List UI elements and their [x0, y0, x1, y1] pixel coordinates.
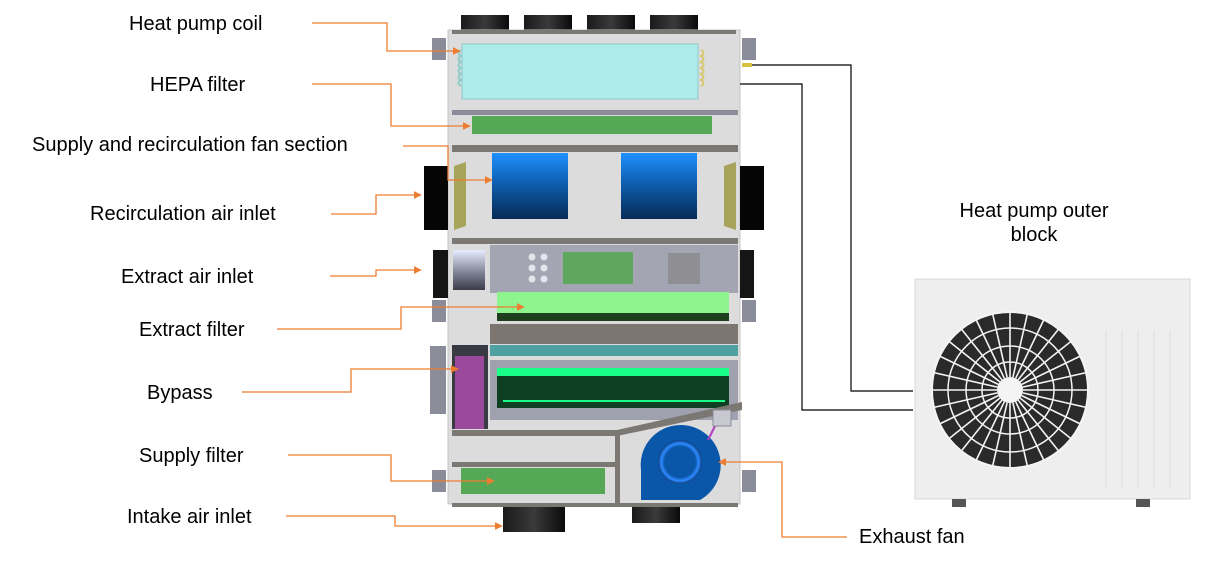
recirc-damper-left	[454, 162, 466, 230]
label-heat-pump-outer-block: Heat pump outer block	[934, 199, 1134, 247]
fan-grille-spoke	[939, 394, 999, 425]
mounting-brackets	[430, 38, 756, 492]
recirculation-duct-right	[740, 166, 764, 230]
display-panel	[668, 253, 700, 284]
intake-duct	[503, 507, 565, 532]
label-heat-pump-outer-block-line2: block	[1010, 224, 1058, 246]
label-supply-recirc-fan-section: Supply and recirculation fan section	[32, 134, 348, 156]
outdoor-fan-grille	[931, 311, 1089, 469]
fan-grille-spoke	[1019, 340, 1072, 383]
fan-grille-spoke	[1022, 392, 1087, 409]
label-extract-filter: Extract filter	[139, 319, 245, 341]
fan-grille-spoke	[1017, 399, 1060, 452]
fan-grille-spoke	[933, 371, 998, 388]
leader-extract-filter	[277, 303, 525, 330]
leader-fan-section	[403, 145, 493, 184]
heat-pump-outer-unit	[914, 278, 1191, 507]
circuit-board	[563, 252, 633, 284]
label-hepa-filter: HEPA filter	[150, 74, 246, 96]
fan-grille-spoke	[960, 399, 1003, 452]
leader-lines	[242, 22, 847, 538]
extract-duct-right	[740, 250, 754, 298]
fan-grille-spoke	[1012, 402, 1029, 467]
label-supply-filter: Supply filter	[139, 445, 244, 467]
fan-grille-spoke	[1014, 401, 1045, 461]
fan-grille-spoke	[1017, 328, 1060, 381]
leader-hepa-filter	[312, 83, 471, 130]
label-exhaust-fan: Exhaust fan	[859, 526, 965, 548]
leader-bypass	[242, 365, 459, 393]
label-bypass: Bypass	[147, 382, 213, 404]
recirc-damper-right	[724, 162, 736, 230]
label-intake-air-inlet: Intake air inlet	[127, 506, 252, 528]
heat-pump-coil	[461, 43, 699, 100]
top-duct-3	[587, 15, 635, 31]
fan-grille-spoke	[975, 319, 1006, 379]
control-buttons	[528, 253, 548, 283]
supply-fan-left	[492, 153, 568, 219]
exhaust-fan-hub	[658, 440, 702, 484]
fan-grille-spoke	[960, 328, 1003, 381]
extract-inlet-chamber	[453, 250, 485, 290]
refrigerant-pipe-2	[740, 83, 913, 411]
leader-recirculation-inlet	[331, 191, 422, 215]
fan-grille-spoke	[1021, 394, 1081, 425]
hepa-filter	[472, 116, 712, 134]
exhaust-duct	[632, 507, 680, 523]
bypass-damper	[455, 356, 484, 429]
fan-grille-spoke	[939, 355, 999, 386]
fan-grille-spoke	[948, 397, 1001, 440]
top-duct-4	[650, 15, 698, 31]
fan-grille-spoke	[933, 392, 998, 409]
label-recirculation-air-inlet: Recirculation air inlet	[90, 203, 276, 225]
coil-tubes	[699, 49, 705, 87]
label-extract-air-inlet: Extract air inlet	[121, 266, 254, 288]
fan-grille-spoke	[1012, 313, 1029, 378]
leader-supply-filter	[288, 454, 495, 485]
top-duct-1	[461, 15, 509, 31]
label-heat-pump-coil: Heat pump coil	[129, 13, 263, 35]
leader-exhaust-fan	[718, 458, 847, 538]
supply-fan-right	[621, 153, 697, 219]
fan-grille-spoke	[991, 402, 1008, 467]
leader-heat-pump-coil	[312, 22, 461, 55]
recirculation-duct-left	[424, 166, 448, 230]
fan-grille-spoke	[975, 401, 1006, 461]
fan-grille-spoke	[1019, 397, 1072, 440]
label-heat-pump-outer-block-line1: Heat pump outer	[959, 200, 1109, 222]
extract-duct-left	[433, 250, 448, 298]
leader-intake-inlet	[286, 515, 503, 530]
fan-grille-spoke	[1021, 355, 1081, 386]
top-duct-2	[524, 15, 572, 31]
leader-extract-inlet	[330, 266, 422, 277]
fan-grille-spoke	[948, 340, 1001, 383]
fan-grille-spoke	[991, 313, 1008, 378]
fan-grille-spoke	[1022, 371, 1087, 388]
fan-grille-spoke	[1014, 319, 1045, 379]
refrigerant-pipe-1	[744, 64, 913, 392]
ventilation-unit	[424, 15, 764, 532]
extract-filter	[497, 292, 729, 314]
refrigerant-pipes	[740, 64, 913, 411]
